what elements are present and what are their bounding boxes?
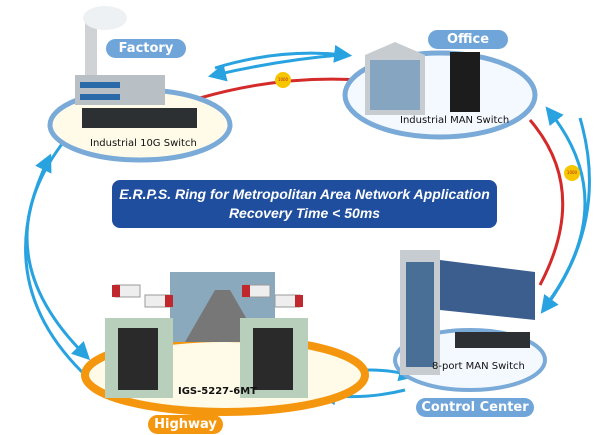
industrial-man-switch-icon [450,52,480,112]
office-label: Office [428,30,508,49]
video-wall-icon [440,260,535,320]
highway-label: Highway [148,415,223,434]
control-center-device-label: 8-port MAN Switch [432,361,525,372]
camera-icons [114,284,301,308]
arrow-factory-to-highway [25,139,91,361]
title-banner: E.R.P.S. Ring for Metropolitan Area Netw… [112,180,497,228]
industrial-10g-switch-icon [82,108,197,128]
control-center-label: Control Center [416,398,534,417]
camera-lenses [112,285,303,307]
factory-building-icon [75,6,165,105]
igs-switch-left-icon [118,328,158,390]
arrow-highway-to-factory [24,153,84,374]
factory-label: Factory [106,39,186,58]
highway-device-label: IGS-5227-6MT [178,386,257,397]
igs-switch-right-icon [253,328,293,390]
control-center-building-icon [400,250,440,375]
diagram-subtitle: Recovery Time < 50ms [228,205,381,221]
link-speed-badge: 1000 [275,72,291,88]
arrow-office-to-control [540,117,591,314]
link-speed-badge: 1000 [564,165,580,181]
8-port-man-switch-icon [455,332,530,348]
arrow-office-to-factory [207,53,341,82]
office-device-label: Industrial MAN Switch [400,115,510,126]
arrow-factory-to-office [214,44,353,70]
diagram-title: E.R.P.S. Ring for Metropolitan Area Netw… [119,186,490,202]
link-office-control [528,119,565,286]
factory-device-label: Industrial 10G Switch [90,138,197,149]
office-building-icon [365,42,425,115]
